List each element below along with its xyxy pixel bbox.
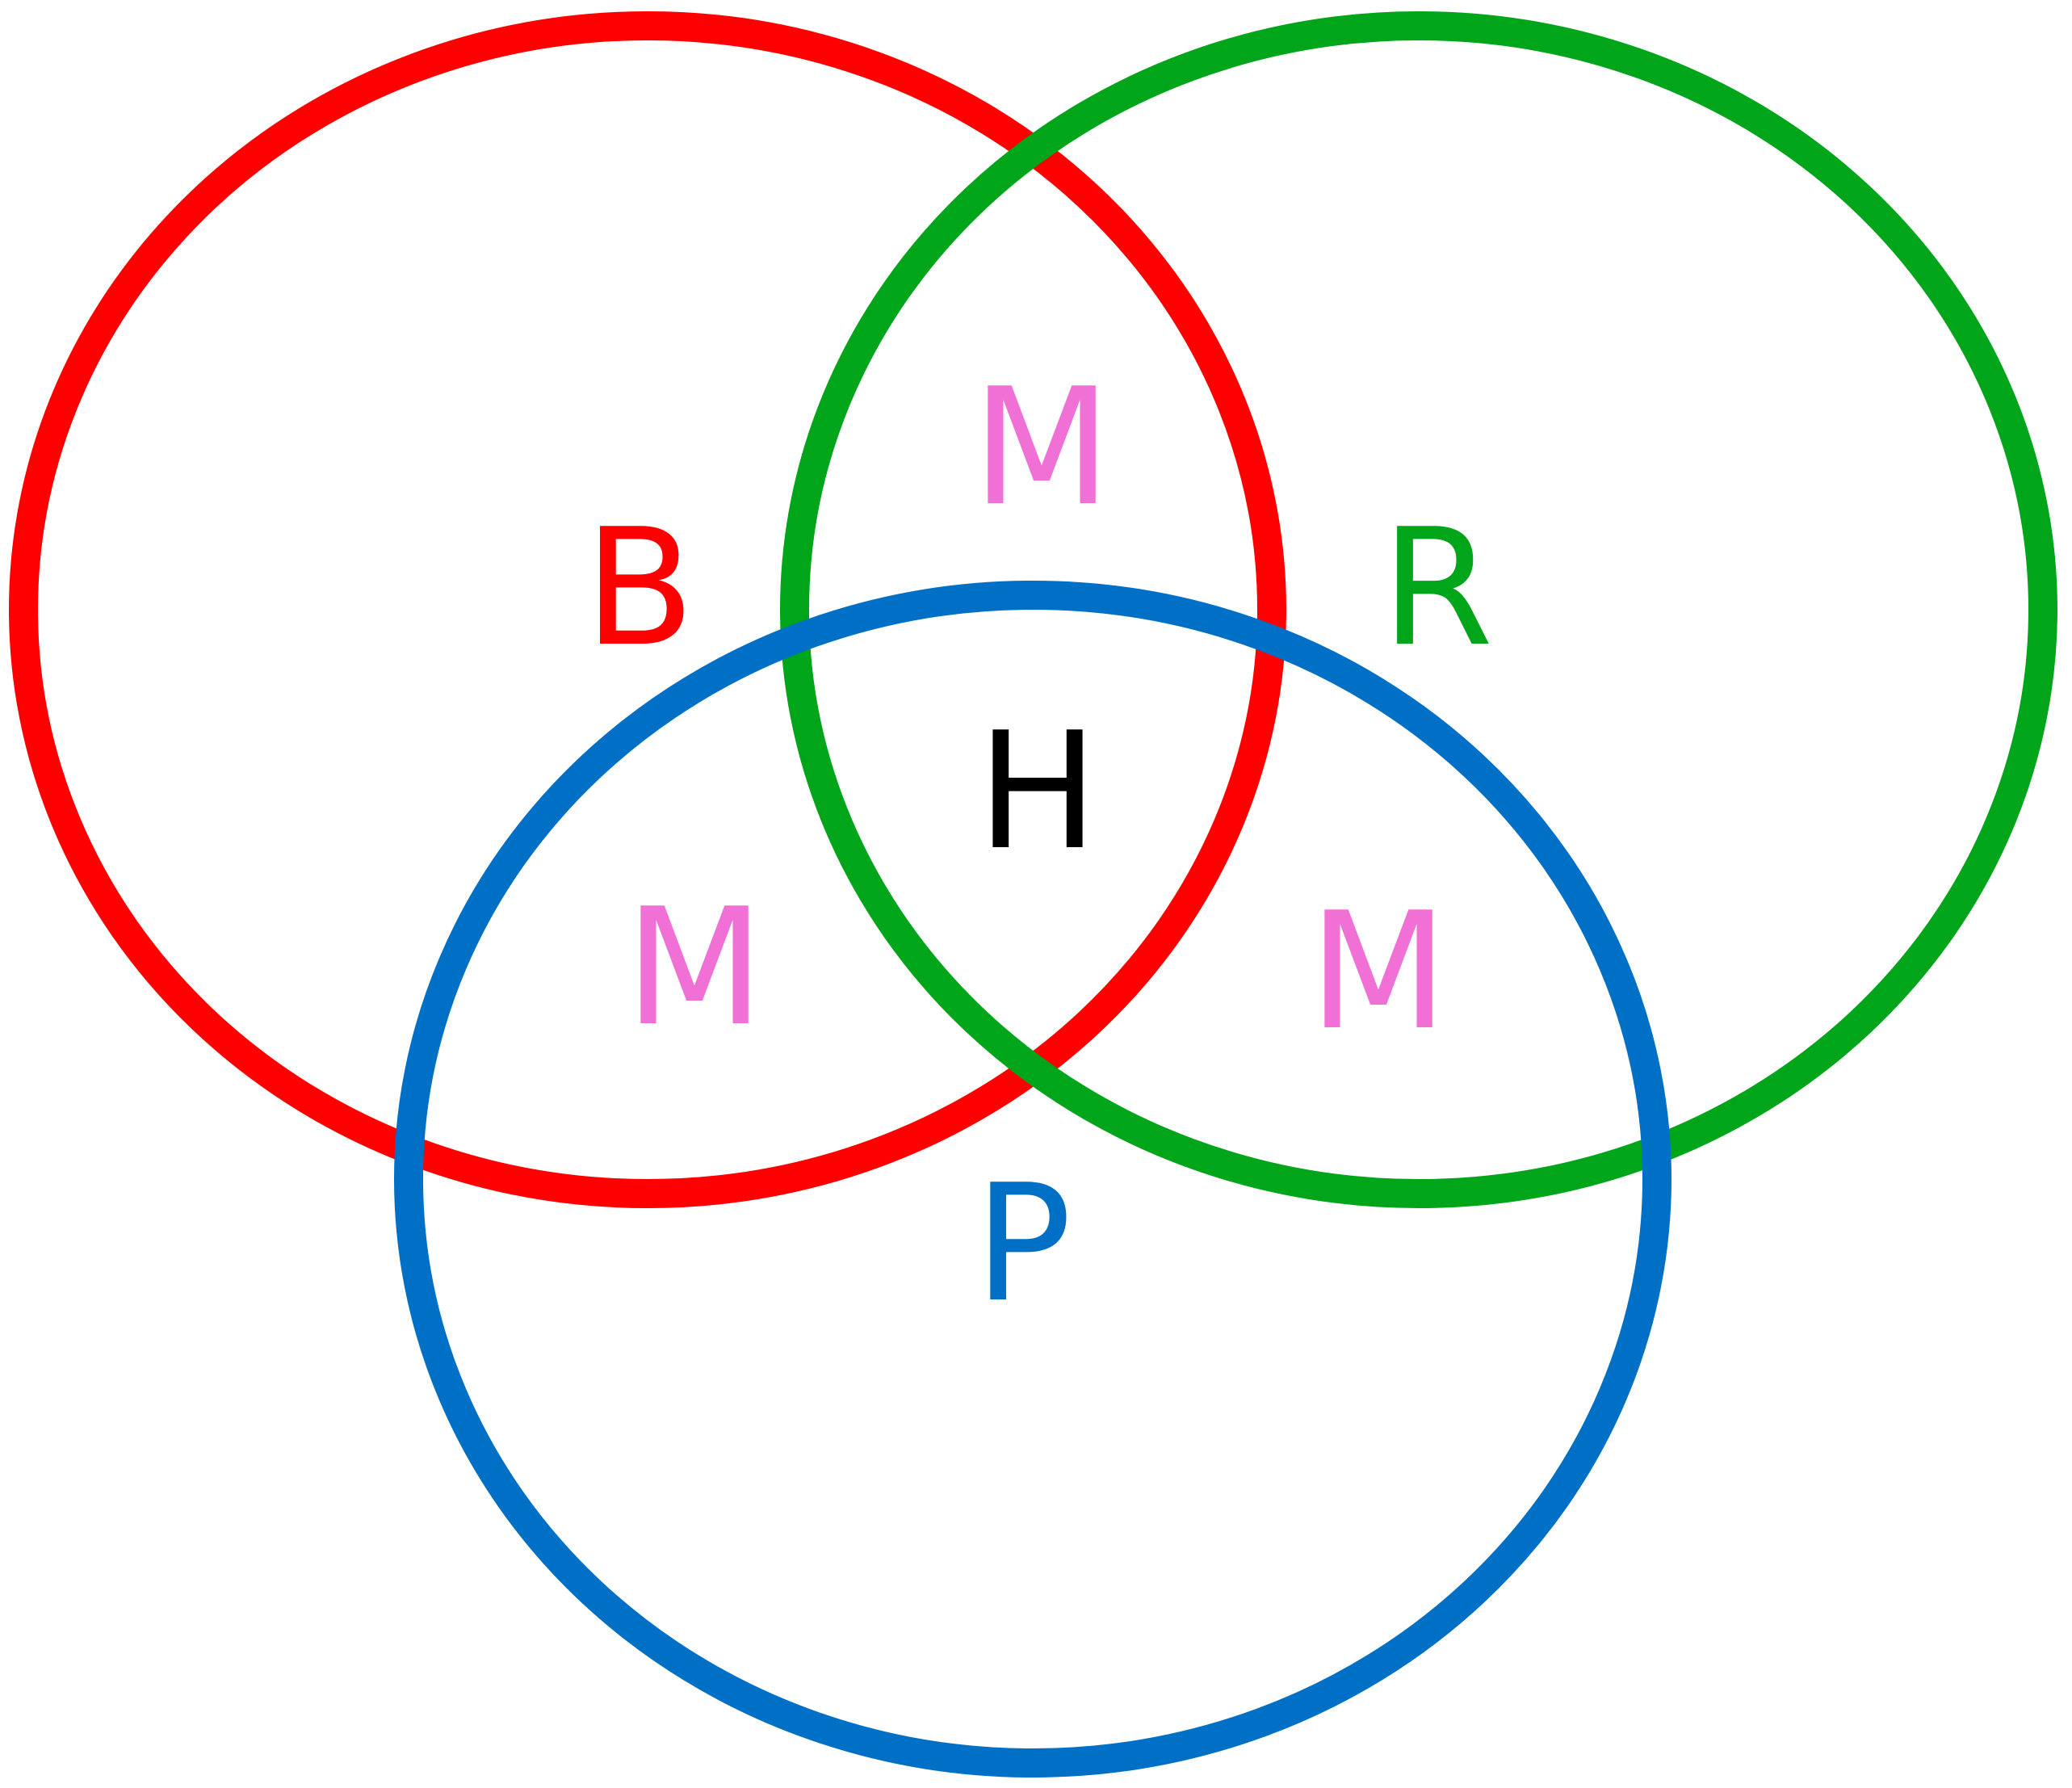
set-p-circle	[394, 581, 1671, 1778]
set-b-label: B	[584, 494, 694, 682]
set-p-label: P	[975, 1150, 1072, 1338]
set-r-circle	[780, 11, 2057, 1208]
intersection-all-label: H	[977, 698, 1098, 886]
intersection-b-r-label: M	[972, 354, 1112, 542]
set-r-label: R	[1382, 494, 1494, 682]
intersection-b-p-label: M	[625, 874, 765, 1062]
set-b-circle	[9, 11, 1286, 1208]
intersection-r-p-label: M	[1309, 878, 1449, 1066]
